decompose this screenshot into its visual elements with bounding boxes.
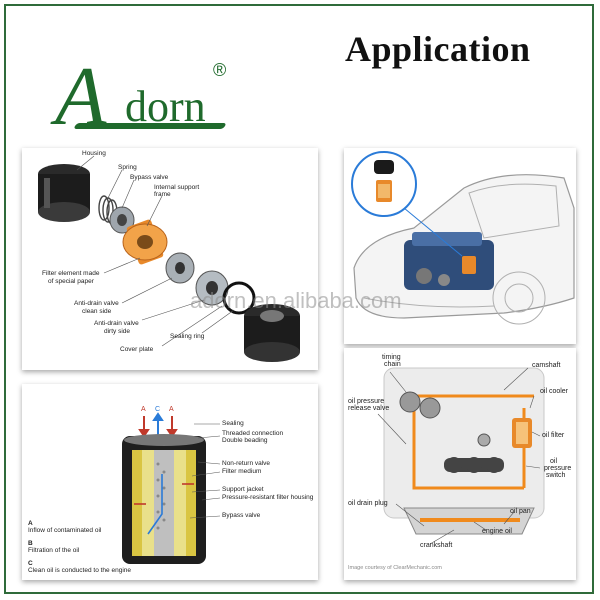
- cutaway-illustration: [122, 412, 221, 564]
- label-engine-oil: engine oil: [482, 528, 512, 535]
- engine-oil-illustration: [377, 367, 545, 545]
- label-oil-pressure-relief-1: oil pressure: [348, 398, 385, 405]
- exploded-view-panel: Housing Spring Bypass valve Internal sup…: [22, 148, 318, 370]
- cutaway-panel: A C A Sealing Threaded connection Double…: [22, 384, 318, 580]
- label-oil-pressure-switch-3: switch: [546, 472, 566, 479]
- label-anti-drain-clean-2: clean side: [82, 308, 112, 315]
- label-timing-1: timing: [382, 354, 401, 361]
- label-bypass-valve: Bypass valve: [130, 174, 169, 181]
- label-internal-support-1: Internal support: [154, 184, 200, 191]
- arrow-label-a: A: [141, 406, 146, 413]
- exploded-view-illustration: [38, 155, 300, 362]
- label-sealing: Sealing: [222, 420, 244, 427]
- label-anti-drain-dirty-1: Anti-drain valve: [94, 320, 139, 327]
- logo-word: dorn: [125, 82, 206, 131]
- label-housing: Housing: [82, 150, 106, 157]
- brand-logo: A dorn ®: [55, 55, 245, 145]
- legend-text-c: Clean oil is conducted to the engine: [28, 567, 131, 574]
- legend-key-c: C: [28, 560, 33, 567]
- label-oil-pressure-relief-2: release valve: [348, 405, 390, 412]
- car-engine-panel: [344, 148, 576, 344]
- label-spring: Spring: [118, 164, 137, 171]
- label-non-return: Non-return valve: [222, 460, 271, 467]
- label-oil-pressure-switch-2: pressure: [544, 465, 572, 472]
- engine-oil-diagram-panel: timing chain camshaft oil cooler oil pre…: [344, 348, 576, 580]
- label-oil-drain-plug: oil drain plug: [348, 500, 388, 507]
- label-threaded-2: Double beading: [222, 437, 268, 444]
- logo-swoosh: [73, 123, 227, 129]
- label-bypass: Bypass valve: [222, 512, 261, 519]
- label-timing-2: chain: [384, 361, 401, 368]
- label-oil-cooler: oil cooler: [540, 388, 569, 395]
- label-oil-filter: oil filter: [542, 432, 565, 439]
- legend-key-b: B: [28, 540, 33, 547]
- legend-text-b: Filtration of the oil: [28, 547, 80, 554]
- label-camshaft: camshaft: [532, 362, 561, 369]
- label-crankshaft: crankshaft: [420, 542, 453, 549]
- arrow-label-a2: A: [169, 406, 174, 413]
- label-oil-pan: oil pan: [510, 508, 531, 515]
- label-support-jacket: Support jacket: [222, 486, 264, 493]
- label-pressure-housing: Pressure-resistant filter housing: [222, 494, 314, 501]
- label-anti-drain-dirty-2: dirty side: [104, 328, 131, 335]
- label-anti-drain-clean-1: Anti-drain valve: [74, 300, 119, 307]
- registered-mark: ®: [213, 60, 227, 80]
- watermark: adorn.en.alibaba.com: [190, 288, 402, 313]
- label-oil-pressure-switch-1: oil: [550, 458, 558, 465]
- label-threaded-1: Threaded connection: [222, 430, 284, 437]
- label-filter-element-1: Filter element made: [42, 270, 100, 277]
- label-filter-element-2: of special paper: [48, 278, 94, 285]
- label-internal-support-2: frame: [154, 191, 171, 198]
- label-filter-medium: Filter medium: [222, 468, 262, 475]
- legend-key-a: A: [28, 520, 33, 527]
- page-title: Application: [345, 29, 531, 69]
- legend-text-a: Inflow of contaminated oil: [28, 527, 102, 534]
- image-credit: Image courtesy of ClearMechanic.com: [348, 565, 442, 571]
- label-sealing-ring: Sealing ring: [170, 333, 205, 340]
- label-cover-plate: Cover plate: [120, 346, 154, 353]
- arrow-label-c: C: [155, 406, 161, 413]
- car-engine-illustration: [351, 151, 575, 325]
